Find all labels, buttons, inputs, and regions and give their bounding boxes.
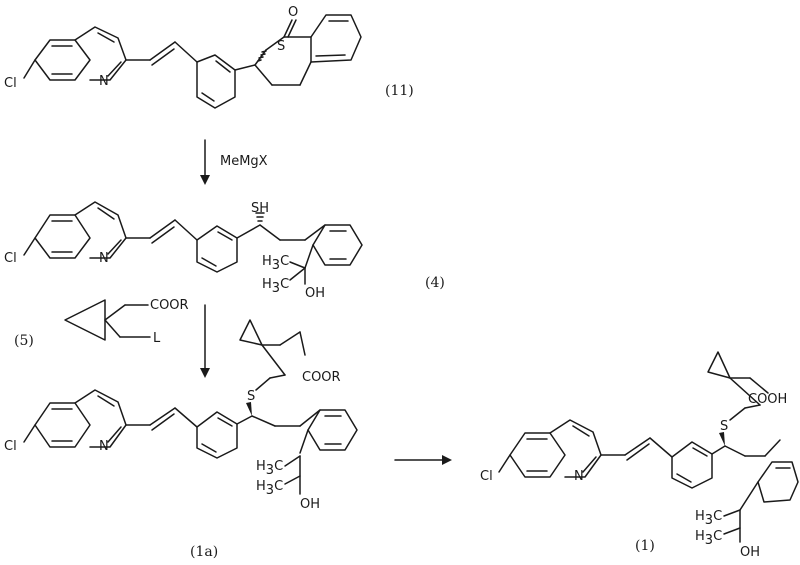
h3c-group-a: H3C	[262, 254, 289, 273]
atom-cl: Cl	[4, 76, 17, 91]
atom-n: N	[99, 74, 109, 89]
leaving-group-l: L	[153, 331, 161, 346]
atom-oh: OH	[300, 497, 320, 512]
compound-11-structure	[23, 14, 362, 109]
compound-1-structure	[498, 351, 799, 511]
atom-n: N	[99, 251, 109, 266]
atom-n: N	[574, 469, 584, 484]
compound-4-structure	[23, 201, 363, 273]
h3c-bonds	[289, 261, 306, 285]
atom-s: S	[247, 389, 255, 404]
h3c-group-a: H3C	[256, 459, 283, 478]
coor-group: COOR	[150, 298, 189, 313]
atom-oh: OH	[740, 545, 760, 560]
h3c-group-b: H3C	[695, 529, 722, 548]
atom-s: S	[277, 39, 285, 54]
h3c-bonds	[723, 509, 741, 543]
compound-label-4: (4)	[425, 275, 445, 291]
compound-label-5: (5)	[14, 333, 34, 349]
atom-cl: Cl	[4, 439, 17, 454]
reagent-memgx: MeMgX	[220, 154, 268, 169]
compound-5-structure	[64, 299, 151, 341]
atom-n: N	[99, 439, 109, 454]
h3c-group-a: H3C	[695, 509, 722, 528]
coor-group: COOR	[302, 370, 341, 385]
compound-label-1a: (1a)	[190, 544, 218, 560]
compound-label-11: (11)	[385, 83, 414, 99]
compound-1a-structure	[23, 319, 358, 459]
atom-cl: Cl	[480, 469, 493, 484]
compound-label-1: (1)	[635, 538, 655, 554]
h3c-group-b: H3C	[262, 277, 289, 296]
atom-cl: Cl	[4, 251, 17, 266]
atom-sh: SH	[251, 201, 269, 216]
h3c-group-b: H3C	[256, 479, 283, 498]
h3c-bonds	[284, 455, 301, 495]
reaction-arrow-down-2	[200, 304, 210, 378]
reaction-arrow-down-1	[200, 139, 210, 185]
reaction-arrow-right	[394, 455, 452, 465]
atom-o: O	[288, 5, 298, 20]
cooh-group: COOH	[748, 392, 787, 407]
atom-s: S	[720, 419, 728, 434]
atom-oh: OH	[305, 286, 325, 301]
